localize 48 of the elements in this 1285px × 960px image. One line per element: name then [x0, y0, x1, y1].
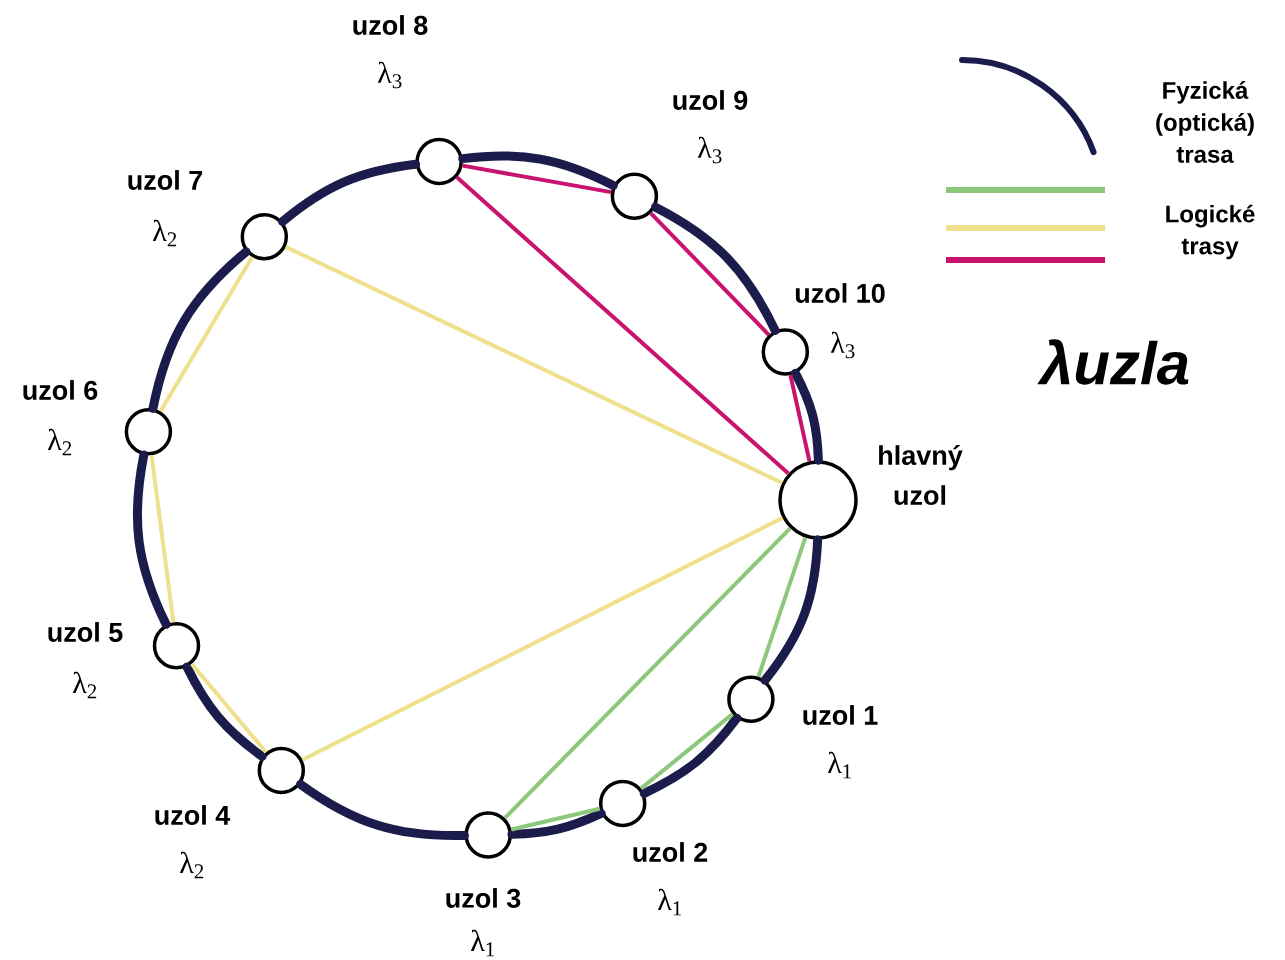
logical-route-line [190, 662, 268, 754]
wavelength-label: λ$_{3}$ [378, 61, 402, 89]
ring-arc [791, 368, 823, 465]
wavelength-label: λ$_{1}$ [658, 888, 681, 916]
wavelength-label: λ$_{2}$ [73, 671, 97, 699]
ring-arc [507, 808, 606, 839]
logical-route-line [756, 537, 808, 678]
node-label: uzol 9 [673, 90, 748, 110]
legend-text: Fyzická (optická) trasa [1156, 81, 1254, 163]
wavelength-label: λ$_{2}$ [48, 428, 72, 456]
ring-arc [132, 450, 171, 629]
ring-arc [148, 247, 251, 413]
node-label: uzol 3 [446, 888, 521, 908]
logical-route-line [649, 211, 771, 337]
logical-route-line [788, 374, 812, 462]
wavelength-label: λ$_{2}$ [180, 851, 204, 879]
logical-route-line [462, 163, 612, 195]
node-label: uzol 8 [353, 15, 428, 35]
node-label: uzol 4 [155, 805, 231, 825]
wavelength-label: λ$_{3}$ [698, 136, 722, 164]
wavelength-label: λuzla [1037, 339, 1189, 385]
ring-arc [639, 713, 742, 798]
ring-arc [182, 662, 267, 761]
wavelength-label: λ$_{1}$ [471, 929, 494, 957]
node-label: uzol 10 [795, 283, 885, 303]
legend-text: Logické trasy [1166, 204, 1255, 260]
logical-route-line [158, 256, 254, 413]
node-label: uzol 5 [48, 622, 123, 642]
ring-arc [458, 151, 618, 190]
wavelength-label: λ$_{2}$ [153, 219, 177, 247]
node-label: hlavný uzol [879, 444, 963, 505]
ring-arc [651, 202, 780, 335]
ring-arc [296, 779, 469, 841]
ring-arc [760, 535, 823, 685]
logical-route-line [301, 516, 784, 762]
wavelength-label: λ$_{3}$ [831, 331, 855, 359]
logical-route-line [639, 712, 734, 790]
node-label: uzol 2 [633, 842, 708, 862]
logical-route-line [284, 245, 783, 485]
node-label: uzol 6 [23, 380, 98, 400]
logical-route-line [455, 175, 790, 475]
node-label: uzol 1 [803, 705, 878, 725]
logical-route-line [149, 454, 176, 623]
node-label: uzol 7 [128, 170, 203, 190]
logical-route-line [503, 526, 792, 820]
ring-arc [278, 159, 421, 226]
wavelength-label: λ$_{1}$ [828, 751, 851, 779]
logical-route-line [510, 806, 601, 832]
